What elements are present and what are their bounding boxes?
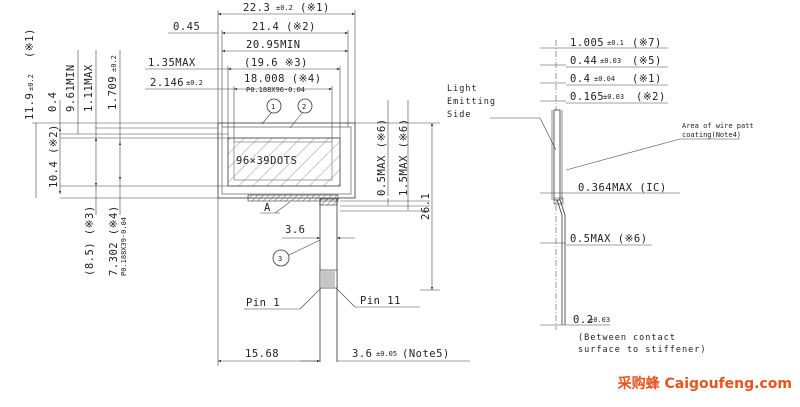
svg-text:0.5MAX (※6): 0.5MAX (※6) [570,233,648,245]
svg-text:18.008 (※4): 18.008 (※4) [244,73,322,85]
svg-text:0.165: 0.165 [570,91,604,103]
site-watermark: 采购蜂 Caigoufeng.com [617,376,792,392]
svg-text:±0.05: ±0.05 [376,350,397,358]
svg-text:3: 3 [278,255,282,263]
glass-inner [221,126,352,195]
svg-text:1.35MAX: 1.35MAX [148,57,196,69]
svg-text:(※1): (※1) [24,28,36,58]
svg-text:11.9: 11.9 [24,93,36,120]
svg-text:0.4: 0.4 [47,92,59,112]
ic-chip [247,194,339,202]
pin-1-label: Pin 1 [246,297,280,309]
svg-text:20.95MIN: 20.95MIN [246,39,301,51]
side-panel [553,109,561,201]
svg-text:7.302 (※4): 7.302 (※4) [108,205,120,276]
svg-text:0.5MAX (※6): 0.5MAX (※6) [376,118,388,196]
svg-text:0.364MAX (IC): 0.364MAX (IC) [578,182,667,194]
svg-text:1.5MAX (※6): 1.5MAX (※6) [398,118,410,196]
svg-text:1.709: 1.709 [107,76,119,110]
front-view: 96×39DOTS 1 2 A [60,98,430,214]
marker-1 [266,98,282,114]
svg-text:26.1: 26.1 [420,193,432,220]
svg-text:(Between contact: (Between contact [578,333,676,343]
svg-text:±0.03: ±0.03 [600,57,621,65]
svg-text:Light: Light [447,84,478,94]
svg-text:0.2: 0.2 [573,314,593,326]
svg-text:±0.2: ±0.2 [110,55,118,72]
left-dimensions: 11.9 ±0.2 (※1) 0.4 9.61MIN 1.11MAX 1.709… [24,28,128,276]
svg-text:Side: Side [447,110,471,120]
svg-text:±0.04: ±0.04 [594,75,615,83]
svg-text:(19.6 ※3): (19.6 ※3) [244,57,308,69]
svg-text:±0.2: ±0.2 [276,4,293,12]
svg-text:Area of wire patt: Area of wire patt [682,122,754,130]
svg-text:(8.5) (※3): (8.5) (※3) [84,205,96,276]
top-dimensions: 22.3 ±0.2 (※1) 0.45 21.4 (※2) 20.95MIN 1… [145,2,356,142]
svg-text:±0.1: ±0.1 [607,39,624,47]
svg-text:22.3: 22.3 [243,2,270,14]
svg-text:0.4: 0.4 [570,73,590,85]
svg-text:21.4 (※2): 21.4 (※2) [252,21,316,33]
svg-text:P0.188X39-0.04: P0.188X39-0.04 [120,217,128,276]
svg-text:2: 2 [302,103,306,111]
marker-a: A [264,202,271,214]
svg-text:(※1): (※1) [300,2,330,14]
svg-text:±0.03: ±0.03 [589,316,610,324]
svg-text:±0.2: ±0.2 [27,74,35,91]
svg-text:1.005: 1.005 [570,37,604,49]
svg-text:Emitting: Emitting [447,97,496,107]
svg-text:0.44: 0.44 [570,55,597,67]
svg-text:2.146: 2.146 [150,77,184,89]
svg-text:±0.03: ±0.03 [603,93,624,101]
svg-text:surface to stiffener): surface to stiffener) [578,345,706,355]
svg-text:(※7): (※7) [632,37,662,49]
pin-11-label: Pin 11 [360,295,401,307]
resolution-label: 96×39DOTS [236,155,297,167]
fpc-width-dim: 3.6 [285,224,305,236]
svg-text:P0.188X96-0.04: P0.188X96-0.04 [246,86,305,94]
right-dimensions: 0.5MAX (※6) 1.5MAX (※6) 26.1 [355,100,440,291]
fpc-tail: 3 3.6 Pin 1 Pin 11 [244,198,420,362]
svg-text:9.61MIN: 9.61MIN [65,64,77,112]
svg-text:3.6: 3.6 [352,348,372,360]
svg-text:15.68: 15.68 [245,348,279,360]
svg-text:1: 1 [271,103,275,111]
svg-text:(※1): (※1) [632,73,662,85]
fpc-contacts [319,269,338,289]
active-area [227,137,341,187]
marker-2 [297,98,313,114]
svg-text:(Note5): (Note5) [402,348,450,360]
svg-text:coating(Note4): coating(Note4) [682,131,741,139]
svg-text:10.4 (※2): 10.4 (※2) [48,124,60,188]
svg-text:±0.2: ±0.2 [186,79,203,87]
svg-text:(※5): (※5) [632,55,662,67]
marker-3 [272,249,290,267]
side-view: Light Emitting Side 1.005 ±0.1 (※7) 0.44… [447,37,754,355]
svg-text:1.11MAX: 1.11MAX [83,64,95,112]
bottom-dimensions: 15.68 3.6 ±0.05 (Note5) [217,198,470,366]
svg-text:(※2): (※2) [636,91,666,103]
svg-text:0.45: 0.45 [173,21,200,33]
